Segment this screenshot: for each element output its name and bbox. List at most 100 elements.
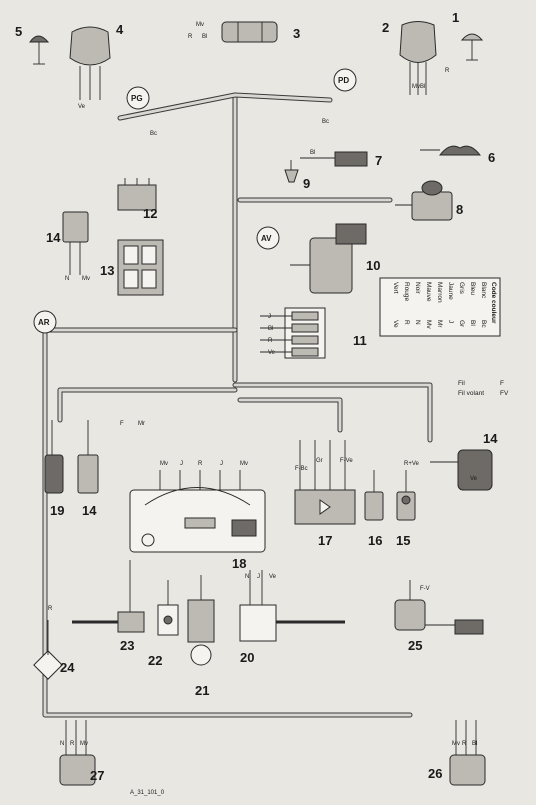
legend-color-code: Mr [436, 320, 443, 328]
svg-text:R: R [268, 338, 273, 344]
legend-color-name: Marron [436, 282, 443, 303]
svg-text:J: J [220, 461, 223, 467]
svg-text:Bc: Bc [322, 119, 329, 125]
component-6: 6 [420, 145, 495, 165]
label-4: 4 [116, 22, 124, 37]
component-18: 17 [294, 440, 356, 548]
component-14-lower: 14 [77, 420, 99, 518]
svg-text:Ve: Ve [78, 104, 86, 110]
label-3: 3 [293, 26, 300, 41]
component-4: 4 [69, 22, 124, 100]
svg-text:R: R [462, 741, 467, 747]
svg-text:Bl: Bl [202, 34, 207, 40]
svg-text:F: F [500, 380, 504, 387]
component-8: 8 [395, 180, 463, 221]
svg-text:F-V: F-V [420, 586, 430, 592]
component-22: 21 [187, 575, 215, 698]
label-18: 17 [318, 533, 332, 548]
legend-color-code: J [447, 320, 454, 323]
legend-rows: Code couleurBlancBcBleuBlGrisGrJauneJMar… [392, 282, 497, 329]
svg-text:Ve: Ve [470, 476, 478, 482]
label-1: 1 [452, 10, 459, 25]
svg-text:AV: AV [261, 234, 272, 243]
component-23: 22 [148, 580, 179, 668]
svg-text:Mv: Mv [82, 276, 90, 282]
svg-text:F-Ve: F-Ve [340, 458, 353, 464]
svg-text:Ve: Ve [269, 574, 277, 580]
component-25: 24 [33, 620, 75, 680]
label-23: 22 [148, 653, 162, 668]
label-16: 15 [396, 533, 410, 548]
component-5: 5 [15, 24, 50, 65]
label-15: 14 [483, 431, 498, 446]
wire-legend: Fil F Fil volant FV [458, 380, 509, 397]
label-24: 23 [120, 638, 134, 653]
svg-text:J: J [257, 574, 260, 580]
component-28: 27 [59, 720, 104, 786]
reference-code: A_31_101_0 [130, 790, 165, 796]
component-24: 23 [72, 560, 145, 653]
component-13: 13 [100, 239, 164, 296]
component-15: 14 [430, 431, 498, 491]
svg-text:R+Ve: R+Ve [404, 461, 420, 467]
label-26: 25 [408, 638, 422, 653]
label-25: 24 [60, 660, 75, 675]
label-28: 27 [90, 768, 104, 783]
svg-text:Mv: Mv [412, 84, 420, 90]
label-21: 20 [240, 650, 254, 665]
component-11: 11 [260, 307, 367, 359]
component-10: 10 [290, 223, 380, 294]
svg-text:Bl: Bl [268, 326, 273, 332]
label-7: 7 [375, 153, 382, 168]
svg-text:F: F [120, 421, 124, 427]
label-11: 11 [353, 333, 367, 348]
svg-text:Gr: Gr [316, 458, 323, 464]
legend-title: Code couleur [490, 282, 497, 324]
svg-text:N: N [60, 741, 64, 747]
svg-text:Bl: Bl [420, 84, 425, 90]
wire-color-labels: Mv Bl R Mv Bl R Bc Bc Bl Ve J Bl R Ve N … [48, 22, 478, 747]
svg-text:Mv: Mv [80, 741, 88, 747]
legend-color-name: Rouge [403, 282, 410, 302]
svg-text:Bl: Bl [472, 741, 477, 747]
component-2: 2 [382, 20, 437, 95]
svg-text:PG: PG [131, 94, 143, 103]
svg-text:J: J [180, 461, 183, 467]
svg-text:AR: AR [38, 318, 50, 327]
legend-color-name: Jaune [447, 282, 454, 300]
svg-text:Bl: Bl [310, 150, 315, 156]
svg-text:Ve: Ve [268, 350, 276, 356]
legend-color-code: Bc [480, 320, 487, 328]
component-19: 18 [129, 470, 266, 571]
label-2: 2 [382, 20, 389, 35]
label-20: 19 [50, 503, 64, 518]
svg-text:R: R [70, 741, 75, 747]
component-21: 20 [239, 570, 345, 665]
component-1: 1 [452, 10, 484, 61]
legend-color-name: Mauve [425, 282, 432, 302]
svg-text:N: N [245, 574, 249, 580]
component-7: 7 [300, 151, 382, 168]
component-12: 12 [117, 178, 157, 221]
legend-color-code: R [403, 320, 410, 325]
svg-text:Bc: Bc [150, 131, 157, 137]
legend-color-name: Gris [458, 282, 465, 295]
label-17: 16 [368, 533, 382, 548]
svg-text:R: R [188, 34, 193, 40]
legend-color-name: Noir [414, 282, 421, 295]
label-13: 13 [100, 263, 114, 278]
svg-text:Mv: Mv [452, 741, 460, 747]
label-14-top: 14 [46, 230, 61, 245]
svg-text:Mv: Mv [160, 461, 168, 467]
color-code-legend [379, 277, 501, 337]
harness-av: AV [256, 226, 280, 250]
harness-pg: PG [126, 86, 150, 110]
component-9: 9 [284, 160, 310, 191]
label-12: 12 [143, 206, 157, 221]
legend-color-code: Gr [458, 320, 465, 328]
label-9: 9 [303, 176, 310, 191]
svg-text:N: N [65, 276, 69, 282]
label-10: 10 [366, 258, 380, 273]
